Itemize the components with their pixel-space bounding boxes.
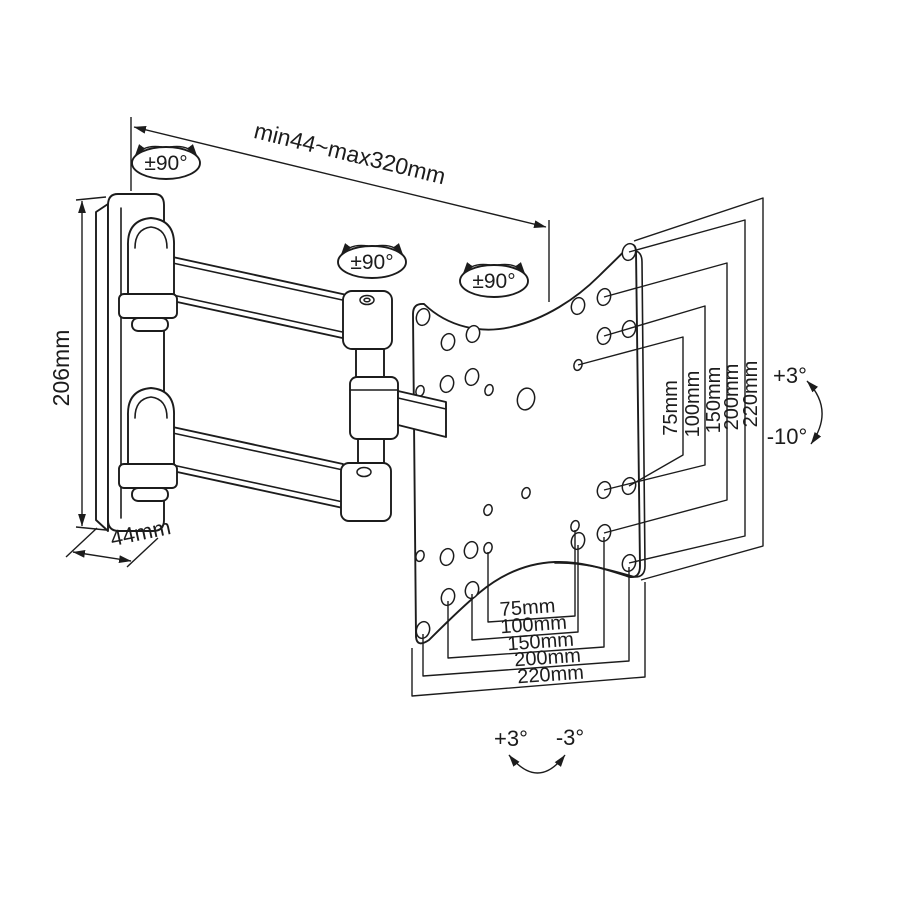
extension-line xyxy=(126,537,159,568)
plate-link-arm xyxy=(397,390,447,438)
vesa-v-label-200: 200mm xyxy=(721,364,743,431)
level-plus-label: +3° xyxy=(494,726,528,751)
hinge-collar xyxy=(118,463,178,489)
vesa-h-label-100: 100mm xyxy=(500,612,568,639)
level-rotation-annotation: +3° -3° xyxy=(494,725,584,774)
dimension-line xyxy=(133,126,547,228)
vesa-v-label-220: 220mm xyxy=(740,361,762,428)
rotation-ellipse xyxy=(131,146,201,180)
vesa-h-220 xyxy=(411,582,646,697)
plate-link-arm-crease xyxy=(397,397,447,410)
vesa-v-label-75: 75mm xyxy=(660,380,682,436)
vesa-h-label-150: 150mm xyxy=(507,629,575,656)
rotation-arrow-left-icon xyxy=(134,144,163,157)
vesa-h-150 xyxy=(447,537,605,659)
upper-arm xyxy=(167,255,348,340)
vesa-plate-thickness xyxy=(554,250,646,578)
vesa-h-75 xyxy=(487,530,576,623)
swivel-symbol-plate: ±90° xyxy=(459,262,529,298)
wall-plate-side xyxy=(95,203,109,532)
vesa-h-label-75: 75mm xyxy=(499,595,556,621)
rotation-arrow-right-icon xyxy=(169,144,198,157)
dimension-vesa-horizontal: 75mm 100mm 150mm 200mm 220mm xyxy=(411,530,646,697)
tilt-annotation: +3° -10° xyxy=(767,363,823,449)
lower-arm xyxy=(167,425,344,509)
elbow-bottom-joint xyxy=(340,462,392,522)
vesa-v-label-100: 100mm xyxy=(682,371,704,438)
upper-arm-crease xyxy=(167,261,348,302)
wall-hinge-top xyxy=(118,217,178,332)
swivel-symbol-wall: ±90° xyxy=(131,144,201,180)
extension-line xyxy=(75,526,107,531)
plate-link-arm-body xyxy=(397,390,447,438)
lower-arm-crease xyxy=(167,463,344,503)
vesa-h-200 xyxy=(422,567,630,677)
tilt-down-label: -10° xyxy=(767,424,808,449)
vesa-h-100 xyxy=(471,545,579,641)
rotation-arrow-right-icon xyxy=(497,262,526,275)
upper-arm-crease xyxy=(167,293,348,334)
joint-screw xyxy=(356,466,372,478)
rotation-arrow-left-icon xyxy=(340,243,369,256)
dimension-line xyxy=(72,549,132,564)
rotation-ellipse xyxy=(459,264,529,298)
vesa-plate xyxy=(412,242,646,645)
hinge-knuckle-inner xyxy=(134,226,168,249)
vesa-v-150 xyxy=(603,262,728,534)
rotation-ellipse xyxy=(337,245,407,279)
dimension-plate-height: 206mm xyxy=(48,196,107,531)
swivel-wall-label: ±90° xyxy=(144,152,187,175)
vesa-h-label-220: 220mm xyxy=(517,662,585,689)
vesa-v-200 xyxy=(628,219,746,564)
hinge-collar xyxy=(118,293,178,319)
swivel-arm-label: ±90° xyxy=(350,251,393,274)
swivel-plate-label: ±90° xyxy=(472,270,515,293)
rotation-arrow-right-icon xyxy=(375,243,404,256)
elbow-top-joint xyxy=(342,290,393,350)
joint-screw-center xyxy=(363,297,371,303)
vesa-v-220 xyxy=(633,197,764,581)
extension-line xyxy=(65,527,98,558)
level-arc-arrow-icon xyxy=(508,754,566,774)
hinge-base xyxy=(131,317,169,332)
plate-height-label: 206mm xyxy=(48,330,74,407)
vesa-h-label-200: 200mm xyxy=(514,645,582,672)
vesa-v-label-150: 150mm xyxy=(703,367,725,434)
rotation-arrow-left-icon xyxy=(462,262,491,275)
vesa-holes xyxy=(415,242,637,640)
swivel-symbol-arm: ±90° xyxy=(337,243,407,279)
extension-line xyxy=(75,196,107,201)
hinge-knuckle xyxy=(127,217,175,303)
tilt-arc-arrow-icon xyxy=(806,380,823,445)
vesa-v-75 xyxy=(577,336,684,487)
elbow-column xyxy=(340,290,399,522)
lower-arm-crease xyxy=(167,431,344,471)
extension-range-label: min44~max320mm xyxy=(252,117,449,189)
tilt-up-label: +3° xyxy=(773,363,807,388)
dimension-vesa-vertical: 75mm 100mm 150mm 200mm 220mm xyxy=(577,197,764,581)
hinge-knuckle xyxy=(127,387,175,473)
vesa-v-100 xyxy=(603,305,706,491)
elbow-mid-joint xyxy=(349,376,399,440)
level-minus-label: -3° xyxy=(556,725,584,750)
wall-hinge-bottom xyxy=(118,387,178,502)
hinge-base xyxy=(131,487,169,502)
hinge-knuckle-inner xyxy=(134,396,168,419)
